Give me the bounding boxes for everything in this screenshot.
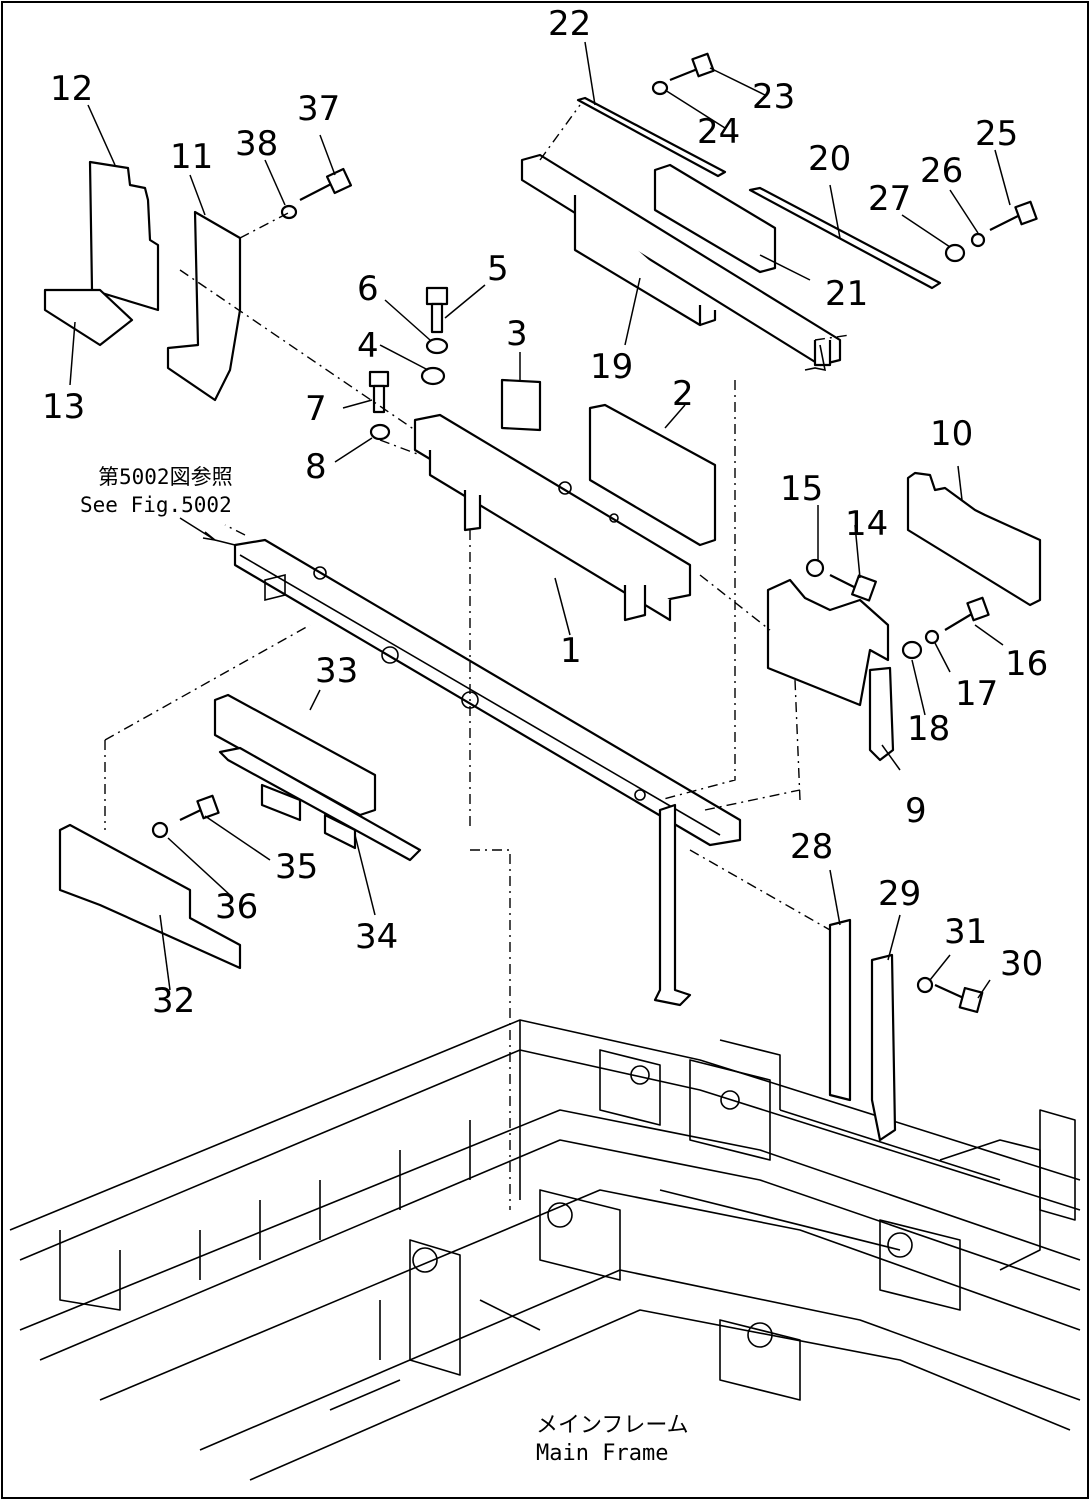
callout-37: 37 — [297, 89, 340, 129]
part-27-washer — [944, 243, 966, 263]
callout-7: 7 — [305, 389, 327, 429]
callout-25: 25 — [975, 114, 1018, 154]
part-34-bar — [218, 746, 422, 862]
part-38-washer — [280, 204, 298, 220]
callout-10: 10 — [930, 414, 973, 454]
stay-post — [653, 803, 692, 1007]
part-1-bracket — [413, 413, 692, 622]
callout-21: 21 — [825, 274, 868, 314]
callout-9: 9 — [905, 791, 927, 831]
callout-4: 4 — [357, 326, 379, 366]
part-12-plate — [88, 160, 160, 312]
callout-29: 29 — [878, 874, 921, 914]
part-31-washer — [916, 976, 934, 994]
callout-13: 13 — [42, 387, 85, 427]
callout-32: 32 — [152, 981, 195, 1021]
part-16-bolt — [944, 596, 990, 631]
callout-35: 35 — [275, 847, 318, 887]
part-28-plate — [828, 918, 852, 1102]
callout-16: 16 — [1005, 644, 1048, 684]
part-34-lug-a — [260, 783, 302, 822]
callout-22: 22 — [548, 4, 591, 44]
callout-24: 24 — [697, 112, 740, 152]
callout-30: 30 — [1000, 944, 1043, 984]
part-32-plate — [58, 823, 242, 970]
main-frame — [9, 1019, 1081, 1481]
part-14-bolt — [829, 574, 877, 602]
callout-19: 19 — [590, 347, 633, 387]
part-25-bolt — [989, 200, 1038, 231]
callout-36: 36 — [215, 887, 258, 927]
callout-26: 26 — [920, 151, 963, 191]
part-11-bracket — [166, 210, 242, 402]
stay-post-pin — [804, 344, 827, 372]
part-24-washer — [651, 80, 669, 96]
callout-17: 17 — [955, 674, 998, 714]
part-8-washer — [369, 423, 391, 441]
callout-23: 23 — [752, 77, 795, 117]
part-4-washer — [420, 366, 446, 386]
part-23-bolt — [669, 52, 715, 82]
part-17-washer — [924, 629, 940, 645]
part-21-pad — [653, 163, 777, 274]
callout-numbers: 1 2 3 4 5 6 7 8 9 10 11 12 13 14 15 16 1… — [42, 4, 1048, 1021]
callout-28: 28 — [790, 827, 833, 867]
callout-38: 38 — [235, 124, 278, 164]
reference-arrow — [179, 517, 218, 542]
callout-34: 34 — [355, 917, 398, 957]
part-37-bolt — [299, 167, 353, 201]
callout-18: 18 — [907, 709, 950, 749]
part-9-stay — [868, 666, 895, 762]
frame-label-en: Main Frame — [536, 1441, 668, 1466]
part-15-washer — [805, 558, 825, 578]
part-20-strip — [748, 186, 942, 290]
part-9-bracket — [766, 578, 890, 707]
part-18-washer — [901, 640, 923, 660]
callout-14: 14 — [845, 504, 888, 544]
part-7-bolt — [368, 370, 390, 414]
part-26-washer — [970, 232, 986, 248]
callout-15: 15 — [780, 469, 823, 509]
callout-31: 31 — [944, 912, 987, 952]
leader-lines — [69, 41, 1011, 999]
callout-2: 2 — [672, 374, 694, 414]
callout-11: 11 — [170, 137, 213, 177]
callout-8: 8 — [305, 447, 327, 487]
callout-27: 27 — [868, 179, 911, 219]
part-36-washer — [151, 821, 169, 839]
support-beam — [214, 538, 742, 847]
part-2-pad — [588, 403, 717, 547]
callout-5: 5 — [487, 249, 509, 289]
frame-label-jp: メインフレーム — [536, 1413, 689, 1438]
part-10-pad — [906, 471, 1042, 607]
callout-12: 12 — [50, 69, 93, 109]
reference-note-jp: 第5002図参照 — [98, 465, 233, 489]
callout-20: 20 — [808, 139, 851, 179]
callout-33: 33 — [315, 651, 358, 691]
callout-6: 6 — [357, 269, 379, 309]
part-29-plate — [870, 953, 897, 1142]
part-5-bolt — [425, 286, 449, 334]
part-30-bolt — [934, 983, 984, 1014]
part-35-bolt — [179, 794, 220, 821]
part-34-lug-b — [323, 813, 357, 850]
part-13-pad — [43, 288, 134, 347]
part-19-frame — [520, 153, 842, 367]
part-22-strip — [576, 96, 727, 178]
part-6-washer — [425, 337, 449, 355]
part-33-pad — [213, 693, 377, 817]
callout-3: 3 — [506, 314, 528, 354]
reference-note-en: See Fig.5002 — [80, 493, 232, 517]
callout-1: 1 — [560, 631, 582, 671]
part-3-small-pad — [500, 378, 542, 432]
